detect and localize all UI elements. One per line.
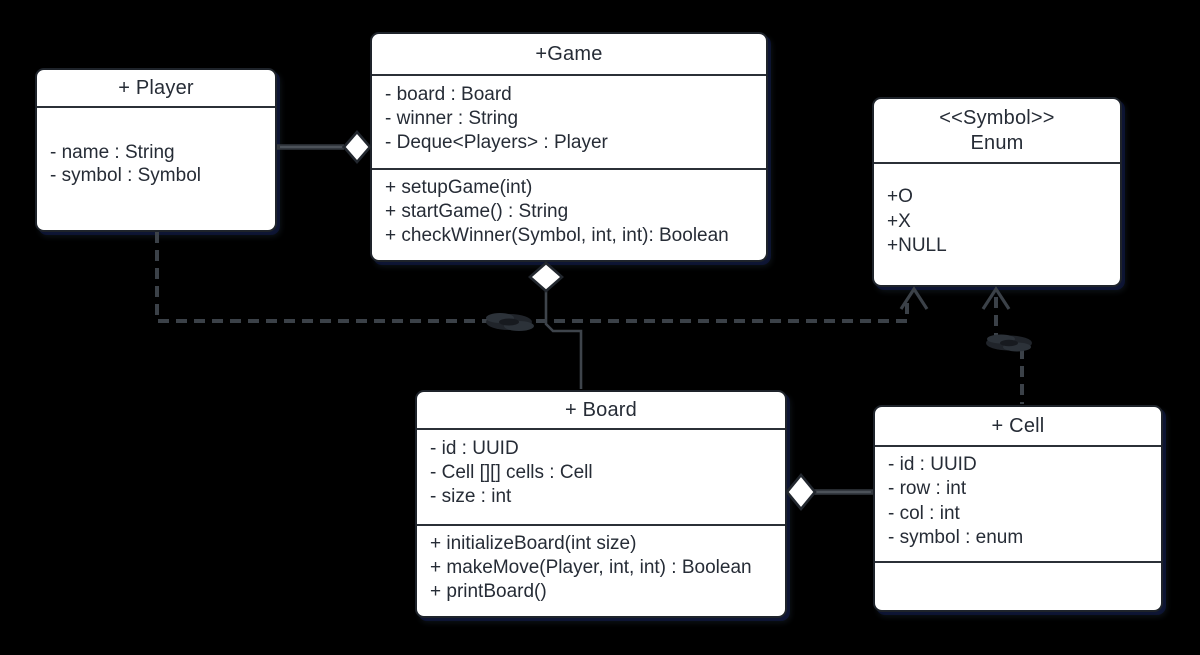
stereotype-text: <<Symbol>> xyxy=(939,106,1055,129)
class-title-text: + Player xyxy=(118,76,194,99)
attribute-line: - Deque<Players> : Player xyxy=(385,132,608,153)
aggregation-player-game xyxy=(277,130,372,164)
enum-values: +O +X +NULL xyxy=(874,164,1120,259)
method-line: + makeMove(Player, int, int) : Boolean xyxy=(430,557,752,578)
attribute-line: - row : int xyxy=(888,478,967,500)
attribute-line: - name : String xyxy=(50,142,175,163)
method-line: + initializeBoard(int size) xyxy=(430,533,637,554)
game-methods: + setupGame(int) + startGame() : String … xyxy=(372,170,766,248)
board-methods: + initializeBoard(int size) + makeMove(P… xyxy=(417,526,785,604)
method-line: + setupGame(int) xyxy=(385,177,533,198)
class-title-player: + Player xyxy=(37,70,275,108)
attribute-line: - id : UUID xyxy=(888,454,977,475)
aggregation-line xyxy=(544,290,583,389)
board-attributes: - id : UUID - Cell [][] cells : Cell - s… xyxy=(417,430,785,526)
open-arrowhead-icon xyxy=(899,286,929,310)
class-title-board: + Board xyxy=(417,392,785,430)
enum-value-line: +O xyxy=(887,186,913,207)
method-line: + printBoard() xyxy=(430,581,547,602)
attribute-line: - size : int xyxy=(430,486,512,507)
aggregation-diamond-icon xyxy=(785,472,817,512)
player-attributes: - name : String - symbol : Symbol xyxy=(37,108,275,187)
class-title-text: + Board xyxy=(564,398,637,421)
enum-value-line: +X xyxy=(887,210,911,232)
class-box-game[interactable]: +Game - board : Board - winner : String … xyxy=(370,32,768,262)
aggregation-diamond-icon xyxy=(342,130,372,164)
attribute-line: - symbol : enum xyxy=(888,526,1024,548)
game-attributes: - board : Board - winner : String - Dequ… xyxy=(372,76,766,170)
scribbled-label xyxy=(986,334,1032,352)
cell-attributes: - id : UUID - row : int - col : int - sy… xyxy=(875,447,1161,563)
class-box-board[interactable]: + Board - id : UUID - Cell [][] cells : … xyxy=(415,390,787,618)
class-box-cell[interactable]: + Cell - id : UUID - row : int - col : i… xyxy=(873,405,1163,612)
enum-value-line: +NULL xyxy=(887,235,947,256)
class-title-enum: <<Symbol>> Enum xyxy=(874,99,1120,164)
class-title-text: + Cell xyxy=(991,414,1045,437)
scribbled-label xyxy=(486,313,534,331)
class-box-symbol-enum[interactable]: <<Symbol>> Enum +O +X +NULL xyxy=(872,97,1122,287)
class-box-player[interactable]: + Player - name : String - symbol : Symb… xyxy=(35,68,277,232)
class-title-cell: + Cell xyxy=(875,407,1161,447)
class-title-text: Enum xyxy=(970,131,1024,154)
method-line: + checkWinner(Symbol, int, int): Boolean xyxy=(385,225,729,246)
attribute-line: - Cell [][] cells : Cell xyxy=(430,462,593,483)
aggregation-board-cell xyxy=(785,472,873,512)
dependency-cell-enum xyxy=(981,286,1032,404)
attribute-line: - col : int xyxy=(888,502,960,524)
aggregation-game-board xyxy=(528,261,583,389)
attribute-line: - id : UUID xyxy=(430,438,519,459)
attribute-line: - winner : String xyxy=(385,108,519,129)
attribute-line: - board : Board xyxy=(385,84,512,105)
class-title-text: +Game xyxy=(535,42,603,65)
open-arrowhead-icon xyxy=(981,286,1011,310)
method-line: + startGame() : String xyxy=(385,201,569,222)
class-title-game: +Game xyxy=(372,34,766,76)
aggregation-diamond-icon xyxy=(528,261,564,293)
attribute-line: - symbol : Symbol xyxy=(50,165,201,186)
